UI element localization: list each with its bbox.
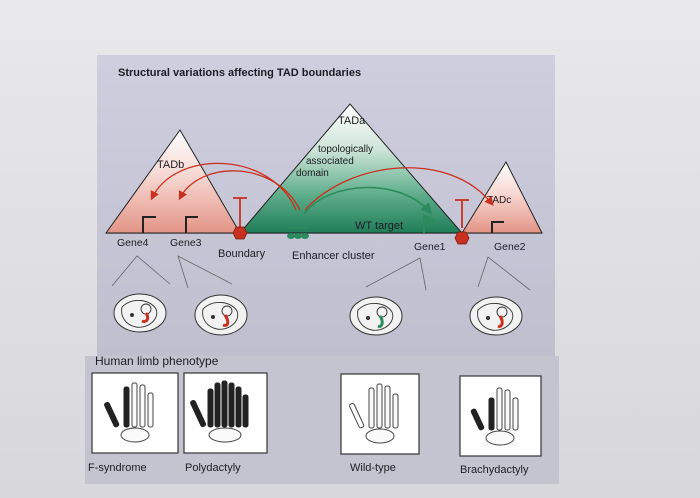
boundary-left	[232, 197, 248, 240]
figure-title: Structural variations affecting TAD boun…	[118, 67, 361, 79]
tad-annotation-line-3: domain	[296, 168, 329, 179]
wt-target-label: WT target	[355, 220, 403, 232]
tad-c-triangle	[461, 160, 543, 234]
embryo-f-syndrome	[113, 293, 167, 333]
phenotype-label-f-syndrome: F-syndrome	[88, 462, 147, 474]
tad-c-label: TADc	[487, 195, 511, 206]
tad-a-triangle	[238, 103, 464, 234]
tad-b-label: TADb	[157, 159, 184, 171]
gene1-promoter	[423, 214, 437, 233]
gene2-label: Gene2	[494, 241, 526, 253]
wt-contact-arrow	[303, 186, 433, 215]
boundary-right	[454, 199, 470, 245]
phenotype-label-wild-type: Wild-type	[350, 462, 396, 474]
tad-a-label: TADa	[338, 115, 366, 127]
gene3-promoter	[185, 216, 198, 233]
hand-wild-type	[349, 383, 399, 444]
tad-annotation-line-1: topologically	[318, 144, 373, 155]
tad-b-triangle	[105, 129, 241, 234]
phenotype-label-polydactyly: Polydactyly	[185, 462, 241, 474]
embryo-polydactyly	[194, 294, 248, 336]
gene1-label: Gene1	[414, 241, 446, 253]
ectopic-contact-arrow-gene2	[304, 167, 494, 211]
gene4-label: Gene4	[117, 237, 149, 249]
ectopic-contact-arrow-gene4	[150, 162, 297, 211]
phenotype-header: Human limb phenotype	[95, 354, 219, 368]
embryo-brachydactyly	[469, 296, 523, 336]
hand-f-syndrome	[104, 382, 154, 443]
enhancer-cluster	[287, 227, 309, 239]
gene3-label: Gene3	[170, 237, 202, 249]
embryo-connector-lines	[111, 255, 531, 291]
gene4-promoter	[142, 216, 156, 233]
tad-annotation-line-2: associated	[306, 156, 354, 167]
hand-brachydactyly	[470, 387, 519, 446]
hand-polydactyly	[190, 380, 249, 443]
enhancer-cluster-label: Enhancer cluster	[292, 250, 375, 262]
boundary-label: Boundary	[218, 248, 266, 260]
ectopic-contact-arrow-gene3	[178, 170, 301, 211]
gene2-promoter	[491, 221, 504, 233]
embryo-wild-type	[349, 296, 403, 336]
phenotype-label-brachydactyly: Brachydactyly	[460, 464, 529, 476]
